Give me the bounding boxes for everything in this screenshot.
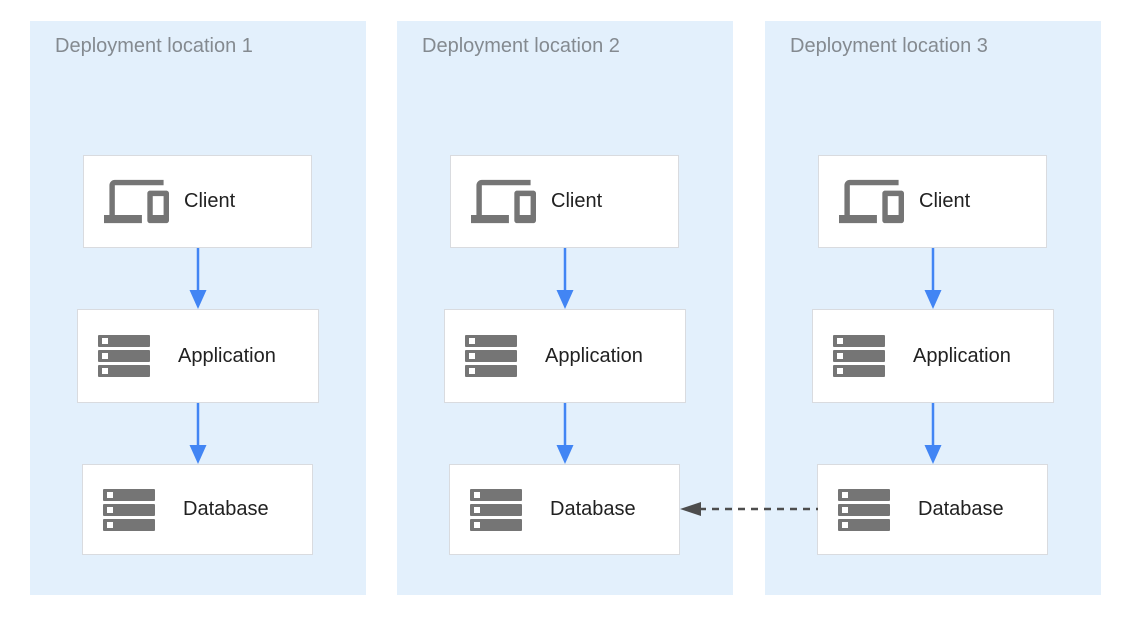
application-node: Application [444, 309, 686, 403]
database-node: Database [82, 464, 313, 555]
deployment-location-2-panel: Deployment location 2 Client [397, 21, 733, 595]
server-stack-icon [833, 335, 913, 377]
application-node: Application [77, 309, 319, 403]
node-label: Client [184, 190, 236, 212]
arrow-application-to-database [556, 403, 574, 464]
panel-title: Deployment location 1 [55, 35, 253, 57]
panel-title: Deployment location 2 [422, 35, 620, 57]
devices-icon [104, 177, 184, 226]
database-node: Database [817, 464, 1048, 555]
server-stack-icon [465, 335, 545, 377]
devices-icon [471, 177, 551, 226]
node-label: Application [545, 344, 643, 367]
node-label: Client [551, 190, 603, 212]
panel-title: Deployment location 3 [790, 35, 988, 57]
arrow-database3-to-database2-dashed [680, 502, 818, 516]
devices-icon [839, 177, 919, 226]
arrow-application-to-database [189, 403, 207, 464]
server-stack-icon [470, 488, 550, 531]
server-stack-icon [98, 335, 178, 377]
node-label: Database [550, 498, 636, 520]
deployment-location-3-panel: Deployment location 3 Client [765, 21, 1101, 595]
application-node: Application [812, 309, 1054, 403]
client-node: Client [83, 155, 312, 248]
arrow-client-to-application [556, 248, 574, 309]
arrow-client-to-application [924, 248, 942, 309]
node-label: Database [918, 498, 1004, 520]
node-label: Client [919, 190, 971, 212]
client-node: Client [818, 155, 1047, 248]
deployment-location-1-panel: Deployment location 1 Client [30, 21, 366, 595]
client-node: Client [450, 155, 679, 248]
node-label: Application [178, 344, 276, 367]
server-stack-icon [838, 488, 918, 531]
node-label: Application [913, 344, 1011, 367]
server-stack-icon [103, 488, 183, 531]
arrow-client-to-application [189, 248, 207, 309]
database-node: Database [449, 464, 680, 555]
arrow-application-to-database [924, 403, 942, 464]
node-label: Database [183, 498, 269, 520]
